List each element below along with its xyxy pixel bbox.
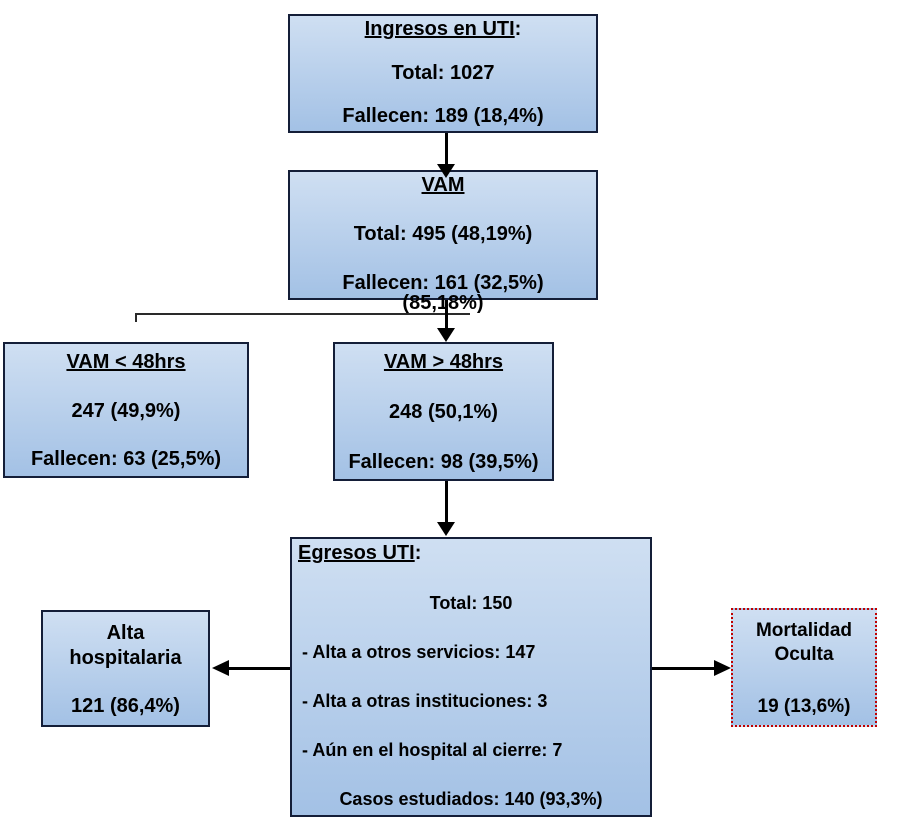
box-title-text: VAM < 48hrs [66, 351, 186, 373]
fallecen-line: Fallecen: 189 (18,4%) [342, 105, 544, 127]
box-title: Egresos UTI: [296, 541, 646, 566]
bullet-aun-hospital: - Aún en el hospital al cierre: 7 [302, 740, 563, 761]
box-title-line2: hospitalaria [69, 647, 182, 669]
box-title-text: Ingresos en UTI [364, 18, 515, 40]
box-title-line1: Mortalidad [755, 620, 853, 641]
arrowhead-down-icon [437, 328, 455, 342]
fallecen-line: Fallecen: 98 (39,5%) [348, 451, 539, 473]
box-title-text: VAM [421, 174, 465, 196]
arrowhead-left-icon [212, 660, 229, 676]
connector-egresos-mortalidad [652, 667, 714, 670]
box-vam: VAM Total: 495 (48,19%) Fallecen: 161 (3… [288, 170, 598, 300]
branch-line-end-tick [135, 313, 137, 322]
box-title-suffix: : [514, 18, 522, 40]
total-line: Total: 495 (48,19%) [353, 223, 533, 245]
box-title-text: VAM > 48hrs [383, 351, 504, 373]
branch-line [135, 313, 470, 315]
box-title-line1: Alta [106, 622, 145, 644]
connector-vam-vam48 [445, 300, 448, 330]
casos-estudiados-line: Casos estudiados: 140 (93,3%) [339, 789, 603, 810]
total-line: Total: 150 [429, 593, 513, 614]
arrowhead-down-icon [437, 522, 455, 536]
box-title: VAM < 48hrs [5, 350, 247, 375]
arrowhead-right-icon [714, 660, 731, 676]
bullet-alta-servicios: - Alta a otros servicios: 147 [302, 642, 536, 663]
box-title-line2: Oculta [774, 643, 834, 665]
count-line: 248 (50,1%) [389, 401, 498, 423]
box-mortalidad-oculta: Mortalidad Oculta 19 (13,6%) [731, 608, 877, 727]
box-title: Mortalidad Oculta [733, 618, 875, 668]
box-vam-mayor-48hrs: VAM > 48hrs 248 (50,1%) Fallecen: 98 (39… [333, 342, 554, 481]
connector-ingresos-vam [445, 133, 448, 169]
count-line: 247 (49,9%) [71, 399, 181, 422]
value-line: 19 (13,6%) [757, 696, 851, 718]
box-title-text: Egresos UTI [298, 542, 415, 564]
value-line: 121 (86,4%) [71, 695, 180, 717]
box-title: VAM > 48hrs [335, 350, 552, 375]
box-title-suffix: : [414, 542, 422, 564]
connector-vam48-egresos [445, 481, 448, 523]
bullet-alta-instituciones: - Alta a otras instituciones: 3 [302, 691, 548, 712]
box-vam-menor-48hrs: VAM < 48hrs 247 (49,9%) Fallecen: 63 (25… [3, 342, 249, 478]
vam-overflow-percent: (85,18%) [402, 292, 484, 314]
box-title: VAM [290, 173, 596, 198]
total-line: Total: 1027 [391, 61, 495, 84]
fallecen-line: Fallecen: 63 (25,5%) [30, 448, 222, 470]
box-ingresos-uti: Ingresos en UTI: Total: 1027 Fallecen: 1… [288, 14, 598, 133]
box-title: Ingresos en UTI: [290, 17, 596, 42]
arrowhead-down-icon [437, 164, 455, 178]
box-alta-hospitalaria: Alta hospitalaria 121 (86,4%) [41, 610, 210, 727]
box-egresos-uti: Egresos UTI: Total: 150 - Alta a otros s… [290, 537, 652, 817]
fallecen-line: Fallecen: 161 (32,5%) [342, 272, 544, 294]
box-title: Alta hospitalaria [43, 620, 208, 672]
connector-egresos-alta [229, 667, 290, 670]
